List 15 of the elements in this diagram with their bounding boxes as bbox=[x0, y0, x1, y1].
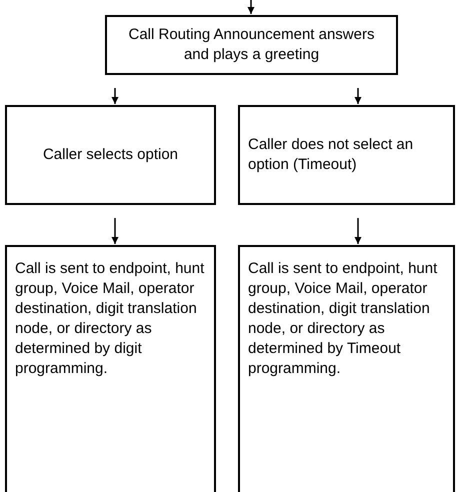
arrow bbox=[248, 0, 254, 14]
process-box bbox=[238, 245, 455, 492]
process-box bbox=[238, 105, 455, 205]
box-text: Call is sent to endpoint, hunt group, Voice Mail, operator destination, digit translation node, or directory as determined by Timeout programming. bbox=[248, 259, 438, 379]
box-text: Caller selects option bbox=[42, 145, 178, 165]
process-box bbox=[5, 105, 216, 205]
process-box bbox=[5, 245, 216, 492]
process-box bbox=[105, 15, 398, 75]
arrow bbox=[112, 218, 118, 244]
arrow bbox=[354, 218, 362, 244]
arrow bbox=[112, 88, 118, 104]
arrow bbox=[354, 88, 362, 104]
box-text: Caller does not select an option (Timeout) bbox=[248, 135, 414, 175]
box-text: Call is sent to endpoint, hunt group, Voice Mail, operator destination, digit translation node, or directory as determined by digit programming. bbox=[15, 259, 206, 379]
box-text: Call Routing Announcement answers and plays a greeting bbox=[128, 25, 376, 65]
